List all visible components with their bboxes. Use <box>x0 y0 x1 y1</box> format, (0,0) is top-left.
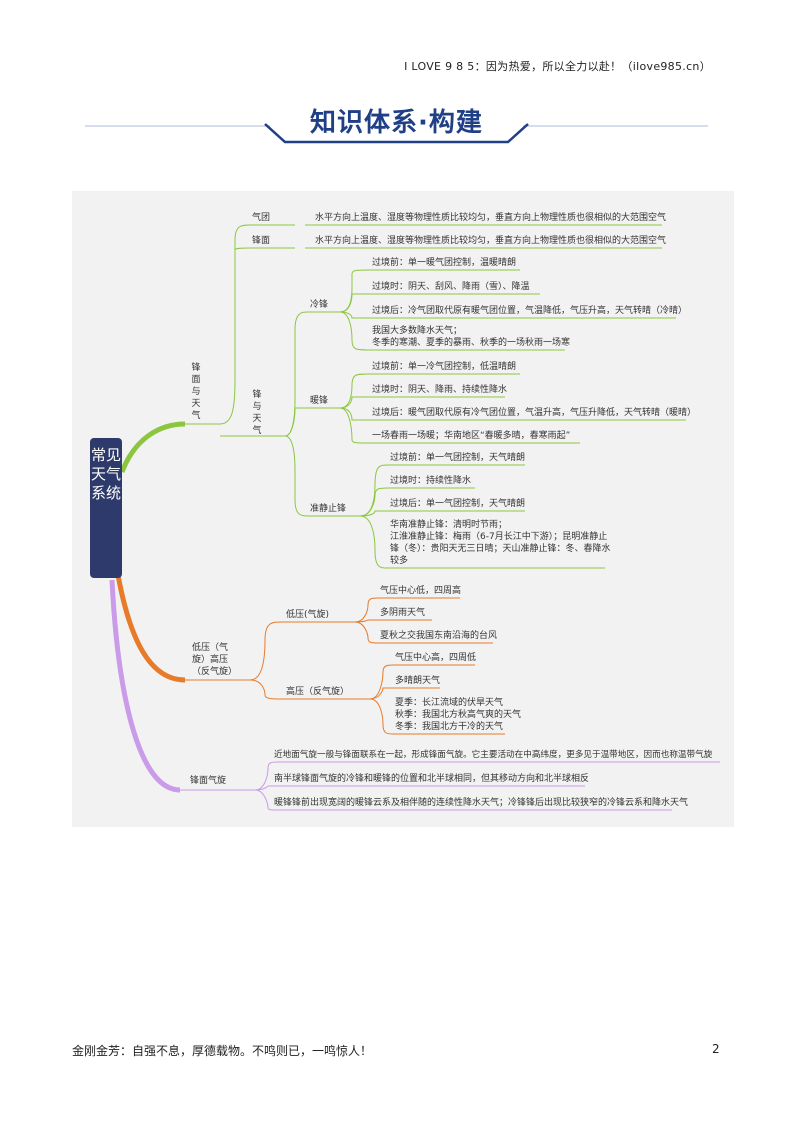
warm-item: 过境时：阴天、降雨、持续性降水 <box>372 385 508 395</box>
header-text: I LOVE 9 8 5：因为热爱，所以全力以赴！（ilove985.cn） <box>404 60 711 73</box>
pressure-label: 旋）高压 <box>192 655 229 665</box>
high-note: 夏季：长江流域的伏旱天气 <box>395 698 504 708</box>
cold-note: 冬季的寒潮、夏季的暴雨、秋季的一场秋雨一场寒 <box>372 338 571 348</box>
cyclone-item: 暖锋锋前出现宽阔的暖锋云系及相伴随的连续性降水天气；冷锋锋后出现比较狭窄的冷锋云… <box>274 798 689 808</box>
cyclone-item: 近地面气旋一般与锋面联系在一起，形成锋面气旋。它主要活动在中高纬度，更多见于温带… <box>274 750 713 760</box>
stationary-item: 过境时：持续性降水 <box>390 476 472 486</box>
cold-item: 过境后：冷气团取代原有暖气团位置，气温降低，气压升高，天气转晴（冷晴） <box>372 306 688 316</box>
stationary-note: 江淮准静止锋：梅雨（6-7月长江中下游）；昆明准静止 <box>390 532 608 542</box>
warm-item: 过境后：暖气团取代原有冷气团位置，气温升高，气压升降低，天气转晴（暖晴） <box>372 408 697 418</box>
high-note: 冬季：我国北方干冷的天气 <box>395 722 504 732</box>
front-branch-label: 锋面与天气 <box>191 363 201 421</box>
front-weather-label: 锋与天气 <box>252 390 262 436</box>
footer-motto: 金刚金芳：自强不息，厚德载物。不鸣则已，一鸣惊人！ <box>72 1044 373 1058</box>
page-number: 2 <box>712 1042 720 1056</box>
mindmap-panel <box>72 191 734 827</box>
pressure-label: 低压（气 <box>192 643 229 653</box>
high-item: 多晴朗天气 <box>395 676 441 686</box>
pressure-label: （反气旋） <box>192 667 238 677</box>
stationary-front-label: 准静止锋 <box>310 504 347 514</box>
cold-note: 我国大多数降水天气； <box>372 326 463 336</box>
stationary-note: 较多 <box>390 556 409 566</box>
cold-item: 过境前：单一暖气团控制，温暖晴朗 <box>372 258 517 268</box>
stationary-item: 过境后：单一气团控制，天气晴朗 <box>390 499 526 509</box>
root-node: 常见天气系统 <box>90 438 122 578</box>
warm-front-label: 暖锋 <box>310 396 329 406</box>
cold-item: 过境时：阴天、刮风、降雨（雪）、降温 <box>372 282 530 292</box>
high-item: 气压中心高，四周低 <box>395 653 477 663</box>
frontface-desc: 水平方向上温度、湿度等物理性质比较均匀，垂直方向上物理性质也很相似的大范围空气 <box>315 236 667 246</box>
airmass-label: 气团 <box>252 213 271 223</box>
low-item: 多阴雨天气 <box>380 608 426 618</box>
low-pressure-label: 低压(气旋) <box>286 610 330 620</box>
airmass-desc: 水平方向上温度、湿度等物理性质比较均匀，垂直方向上物理性质也很相似的大范围空气 <box>315 213 667 223</box>
frontal-cyclone-label: 锋面气旋 <box>190 776 227 786</box>
low-item: 夏秋之交我国东南沿海的台风 <box>380 631 498 641</box>
stationary-item: 过境前：单一气团控制，天气晴朗 <box>390 453 526 463</box>
warm-item: 过境前：单一冷气团控制，低温晴朗 <box>372 362 517 372</box>
page-title: 知识体系·构建 <box>310 108 483 138</box>
cold-front-label: 冷锋 <box>310 300 329 310</box>
stationary-note: 华南准静止锋：清明时节雨； <box>390 520 508 530</box>
warm-item: 一场春雨一场暖；华南地区“春暖多晴，春寒雨起” <box>372 431 571 441</box>
high-pressure-label: 高压（反气旋） <box>286 687 350 697</box>
stationary-note: 锋（冬）：贵阳天无三日晴；天山准静止锋：冬、春降水 <box>390 544 611 554</box>
title-decoration <box>85 123 708 144</box>
low-item: 气压中心低，四周高 <box>380 586 462 596</box>
high-note: 秋季：我国北方秋高气爽的天气 <box>395 710 522 720</box>
cyclone-item: 南半球锋面气旋的冷锋和暖锋的位置和北半球相同，但其移动方向和北半球相反 <box>274 774 590 784</box>
title-banner: 知识体系·构建 <box>0 100 793 150</box>
frontface-label: 锋面 <box>252 236 271 246</box>
